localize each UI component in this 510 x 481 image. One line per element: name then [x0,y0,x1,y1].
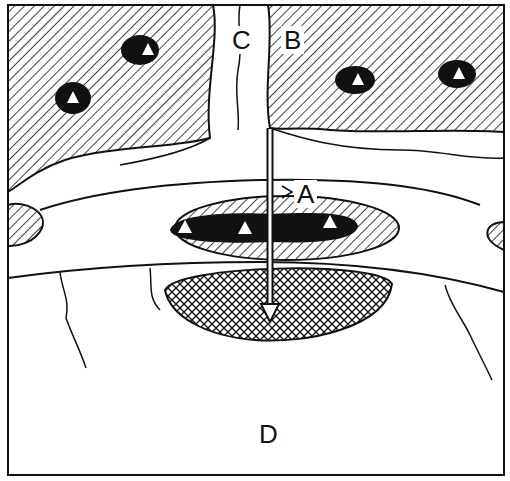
contour-line [120,128,504,165]
pointer-mark [282,186,292,198]
region-letter: C [229,26,254,54]
volcanic-belt [170,213,358,243]
arrow-shaft [267,128,274,306]
volcano-body [335,66,375,94]
arrow-head [261,304,279,322]
volcano-body [55,82,91,114]
volcano-body [438,60,476,88]
crosshatched-basin [165,268,392,340]
hatched-region [8,204,43,246]
frame [8,5,504,475]
region-letter: B [281,26,304,54]
arrow-shaft [269,129,272,306]
hatched-region [8,5,215,192]
volcano-symbols [67,43,465,234]
volcano-body [121,35,159,65]
hatched-region [487,222,504,250]
region-letter: D [256,420,281,448]
hatched-region [268,5,504,132]
region-letter: A [294,180,317,208]
drainage-line [60,5,492,380]
